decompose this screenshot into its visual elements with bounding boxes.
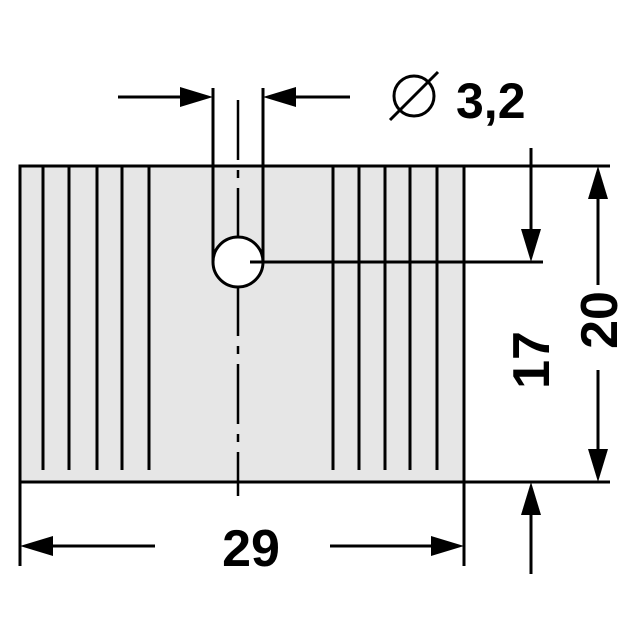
hole-diameter-value: 3,2 — [456, 73, 526, 129]
width-dimension: 29 — [18, 482, 466, 578]
hole-diameter-label: 3,2 — [388, 70, 526, 129]
hole-diameter-dimension — [118, 87, 350, 107]
hole-height-dimension: 17 — [503, 148, 561, 574]
heatsink-body — [18, 164, 466, 484]
total-height-value: 20 — [571, 291, 629, 349]
hole-height-value: 17 — [503, 331, 561, 389]
fins-right — [331, 166, 439, 470]
width-value: 29 — [222, 520, 280, 578]
mounting-slot — [211, 88, 265, 262]
diameter-symbol — [392, 74, 436, 118]
fins-left — [41, 166, 151, 470]
total-height-dimension: 20 — [571, 166, 629, 482]
